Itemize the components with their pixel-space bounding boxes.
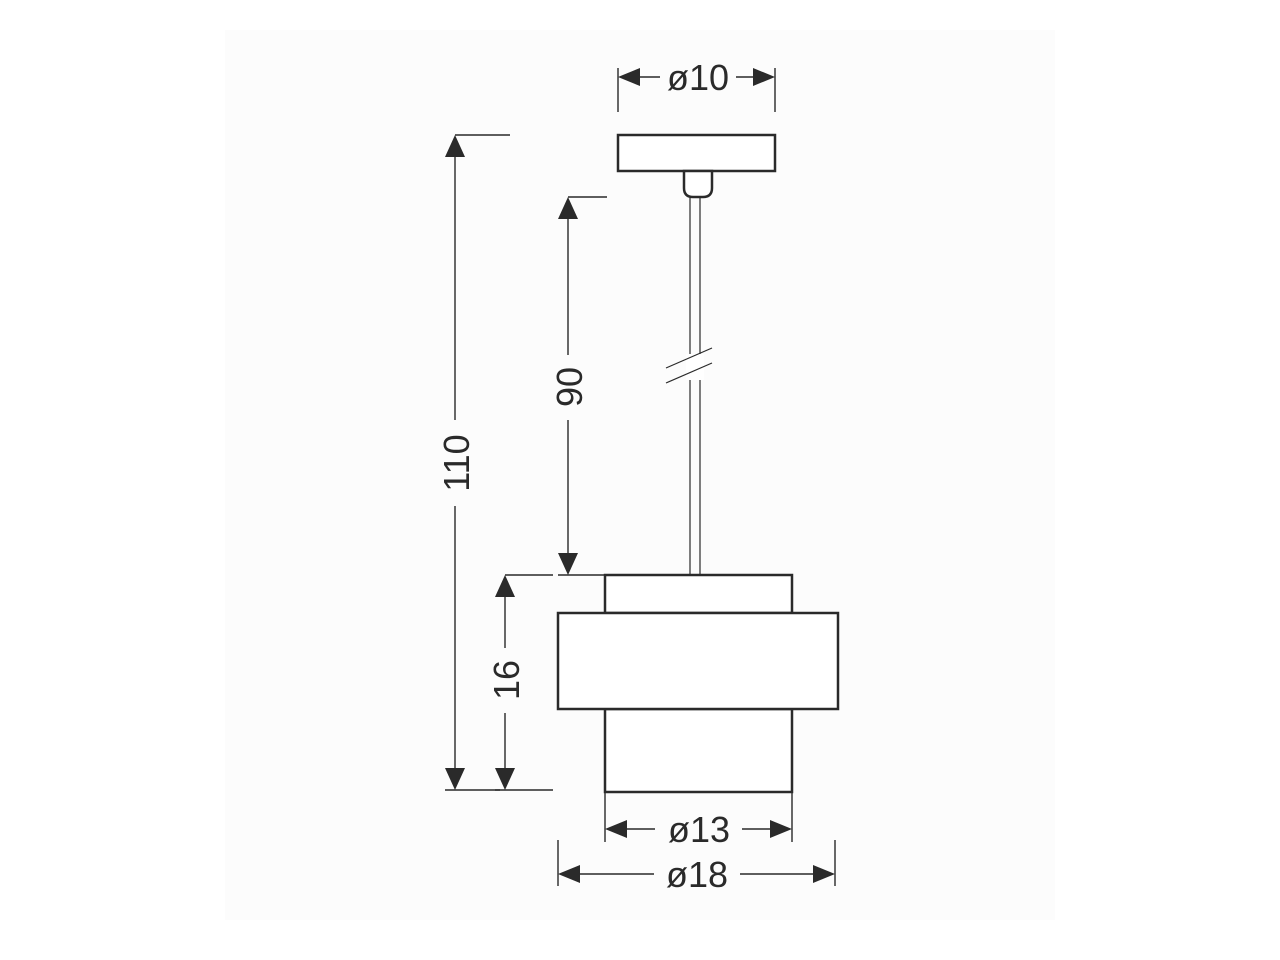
total-height-label: 110 xyxy=(436,434,477,491)
arrow-head xyxy=(445,135,465,157)
canopy-diameter-label: ø10 xyxy=(667,57,729,98)
dimension-total-height: 110 xyxy=(436,134,510,791)
arrow-head xyxy=(770,820,792,838)
arrow-head xyxy=(558,553,578,575)
ceiling-canopy xyxy=(616,133,777,173)
arrow-head xyxy=(558,865,580,883)
dimension-canopy: ø10 xyxy=(617,57,776,112)
arrow-head xyxy=(495,575,515,597)
inner-shade-diameter-label: ø13 xyxy=(668,809,730,850)
shade-middle-band xyxy=(556,611,840,711)
dimension-inner-diameter: ø13 xyxy=(604,792,793,850)
arrow-head xyxy=(813,865,835,883)
cable-break-mark-top xyxy=(665,347,713,369)
arrow-head xyxy=(618,68,640,86)
arrow-head xyxy=(495,768,515,790)
dimension-cable-length: 90 xyxy=(549,196,607,576)
shade-top-section xyxy=(603,573,794,615)
dimension-shade-height: 16 xyxy=(486,574,553,791)
dimension-outer-diameter: ø18 xyxy=(557,840,836,895)
arrow-head xyxy=(558,197,578,219)
lamp xyxy=(556,133,840,794)
shade-height-label: 16 xyxy=(486,660,527,700)
shade-bottom-section xyxy=(603,707,794,794)
arrow-head xyxy=(605,820,627,838)
cable-grip xyxy=(682,169,714,199)
outer-shade-diameter-label: ø18 xyxy=(666,854,728,895)
cable-break-gap xyxy=(686,354,704,380)
cable-length-label: 90 xyxy=(549,367,590,407)
arrow-head xyxy=(753,68,775,86)
arrow-head xyxy=(445,768,465,790)
cable-break-mark-bottom xyxy=(665,362,713,384)
